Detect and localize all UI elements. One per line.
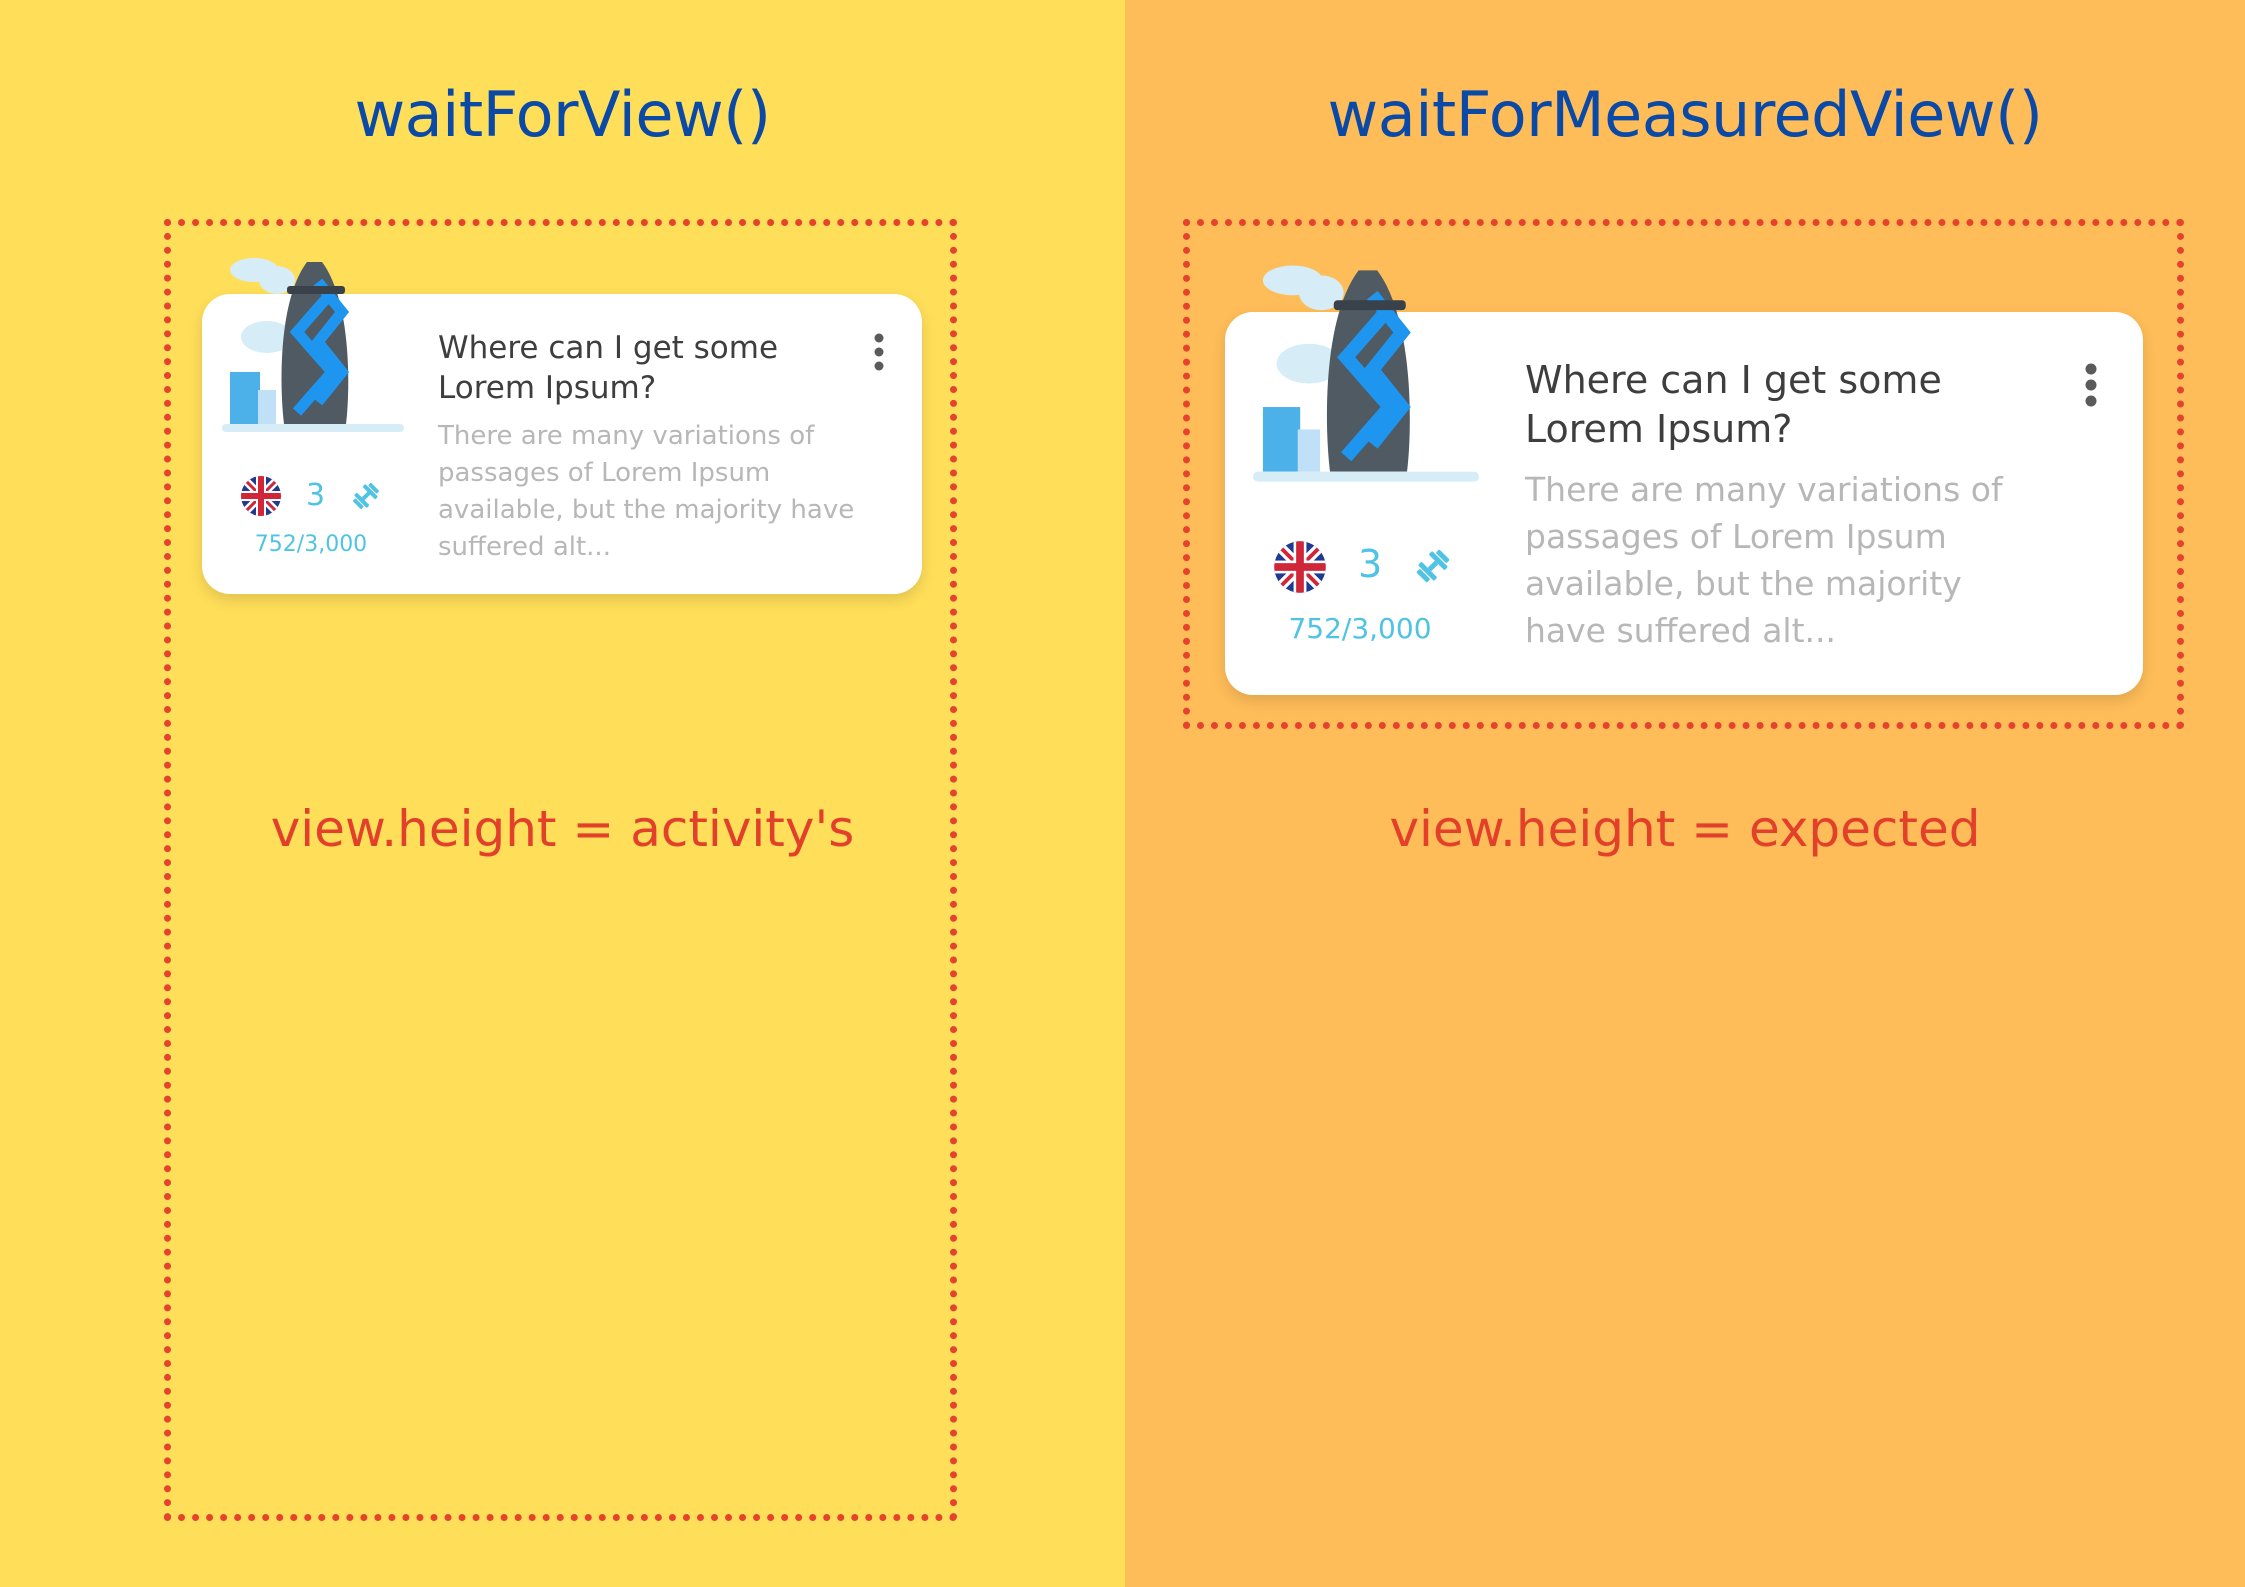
left-card[interactable]: Where can I get some Lorem Ipsum? There … <box>202 258 922 594</box>
more-vertical-icon[interactable] <box>872 332 886 372</box>
card-description: There are many variations of passages of… <box>438 421 855 562</box>
right-view-bounds <box>1183 219 2184 729</box>
more-vertical-icon[interactable] <box>2083 362 2099 408</box>
level-count: 3 <box>306 478 326 513</box>
progress-text: 752/3,000 <box>254 532 368 557</box>
left-panel-title: waitForView() <box>354 78 771 151</box>
left-panel-caption: view.height = activity's <box>270 800 855 858</box>
left-panel: waitForView() Where can I get some Lorem… <box>0 0 1125 1587</box>
card-title: Where can I get some Lorem Ipsum? <box>1525 358 1942 452</box>
right-panel: waitForMeasuredView() Where can I get so… <box>1125 0 2245 1587</box>
right-panel-caption: view.height = expected <box>1389 800 1981 858</box>
card-description: There are many variations of passages of… <box>1525 470 2003 650</box>
gherkin-building-icon <box>1253 265 1480 482</box>
dumbbell-icon <box>1416 549 1450 583</box>
gherkin-building-icon <box>222 258 404 432</box>
right-panel-title: waitForMeasuredView() <box>1327 78 2043 151</box>
dumbbell-icon <box>352 482 380 510</box>
progress-text: 752/3,000 <box>1288 612 1432 645</box>
uk-flag-icon <box>241 476 281 516</box>
left-view-bounds <box>164 219 957 1521</box>
right-card[interactable]: Where can I get some Lorem Ipsum? There … <box>1225 265 2143 695</box>
card-title: Where can I get some Lorem Ipsum? <box>438 330 779 407</box>
level-count: 3 <box>1358 542 1383 586</box>
uk-flag-icon <box>1274 541 1326 593</box>
